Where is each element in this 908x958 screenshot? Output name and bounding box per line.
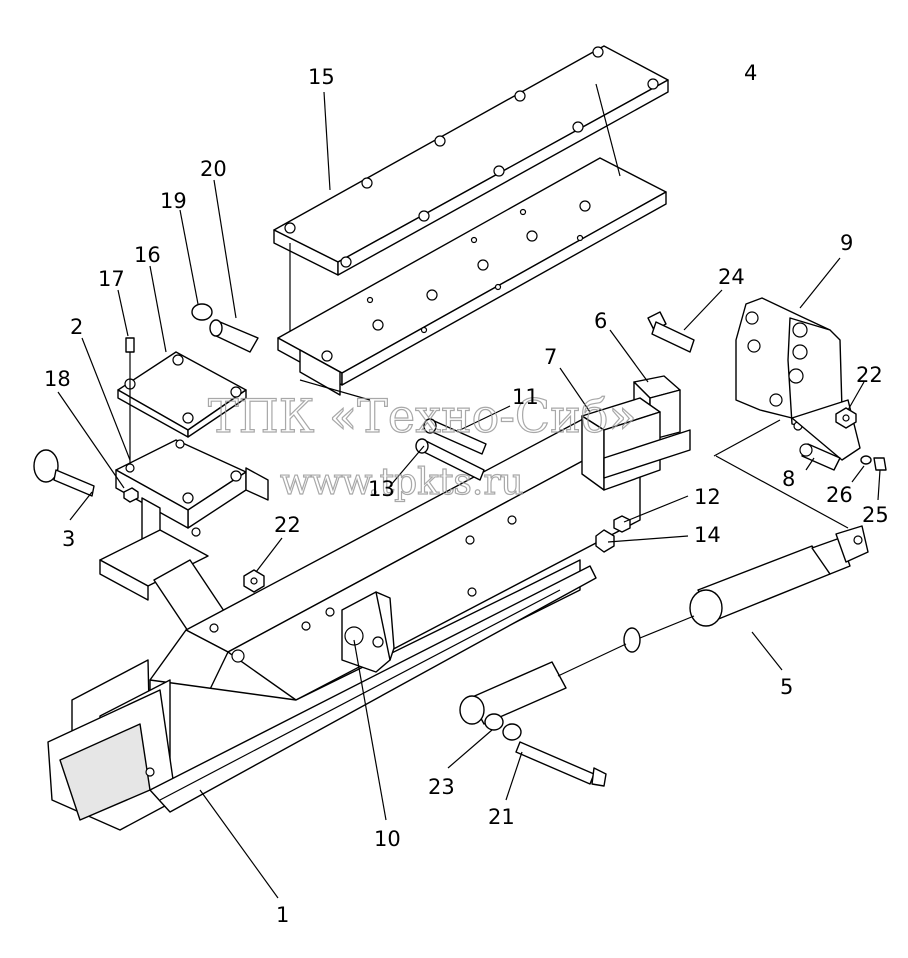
part-20-bushing (209, 319, 259, 353)
part-22-nut-left (243, 569, 265, 593)
callout-11: 11 (512, 385, 539, 409)
part-24-bolt (647, 311, 695, 353)
callout-24: 24 (718, 265, 745, 289)
part-4-mounting-plate (277, 157, 667, 396)
callout-2: 2 (70, 315, 83, 339)
part-14-nut (595, 529, 615, 553)
callout-20: 20 (200, 157, 227, 181)
callout-23: 23 (428, 775, 455, 799)
callout-18: 18 (44, 367, 71, 391)
part-22-nut-right (835, 407, 857, 429)
watermark-line-1: ТПК «Техно-Сиб» (208, 389, 637, 443)
part-13-pin (415, 438, 485, 481)
part-16-plate (117, 340, 247, 470)
part-18-nut (123, 487, 139, 503)
callout-labels: 1 2 3 4 5 6 7 8 9 10 11 12 13 14 15 16 1… (44, 61, 889, 927)
part-2-bracket (99, 439, 269, 641)
leader-lines (57, 83, 881, 899)
callout-25: 25 (862, 503, 889, 527)
assembly-guide-lines (299, 379, 849, 529)
watermark-line-2: www.tpkts.ru (280, 462, 524, 503)
part-11-pin (423, 418, 487, 455)
callout-14: 14 (694, 523, 721, 547)
callout-13: 13 (368, 477, 395, 501)
callout-26: 26 (826, 483, 853, 507)
part-10-clevis (341, 591, 395, 673)
callout-3: 3 (62, 527, 75, 551)
callout-1: 1 (276, 903, 289, 927)
callout-9: 9 (840, 231, 853, 255)
part-12-nut (613, 515, 631, 533)
callout-5: 5 (780, 675, 793, 699)
callout-15: 15 (308, 65, 335, 89)
part-1-main-frame (47, 409, 641, 831)
part-9-hitch-bracket (735, 297, 861, 461)
callout-10: 10 (374, 827, 401, 851)
part-5-cylinder (459, 525, 869, 725)
part-8-pin (799, 443, 841, 471)
part-26-washer (860, 455, 872, 465)
part-7-bracket (581, 397, 691, 491)
part-23-washers (484, 713, 522, 741)
callout-8: 8 (782, 467, 795, 491)
part-15-top-plate (273, 45, 669, 340)
part-21-bolt (515, 741, 607, 787)
callout-22-right: 22 (856, 363, 883, 387)
part-19-washer (191, 303, 213, 321)
callout-22-left: 22 (274, 513, 301, 537)
callout-6: 6 (594, 309, 607, 333)
callout-4: 4 (744, 61, 757, 85)
part-25-screw (873, 457, 887, 471)
callout-7: 7 (544, 345, 557, 369)
part-17-bolt (125, 337, 135, 353)
callout-21: 21 (488, 805, 515, 829)
watermark: ТПК «Техно-Сиб» www.tpkts.ru (207, 388, 637, 503)
callout-16: 16 (134, 243, 161, 267)
callout-17: 17 (98, 267, 125, 291)
part-3-lock-pin (33, 449, 95, 497)
callout-19: 19 (160, 189, 187, 213)
callout-12: 12 (694, 485, 721, 509)
